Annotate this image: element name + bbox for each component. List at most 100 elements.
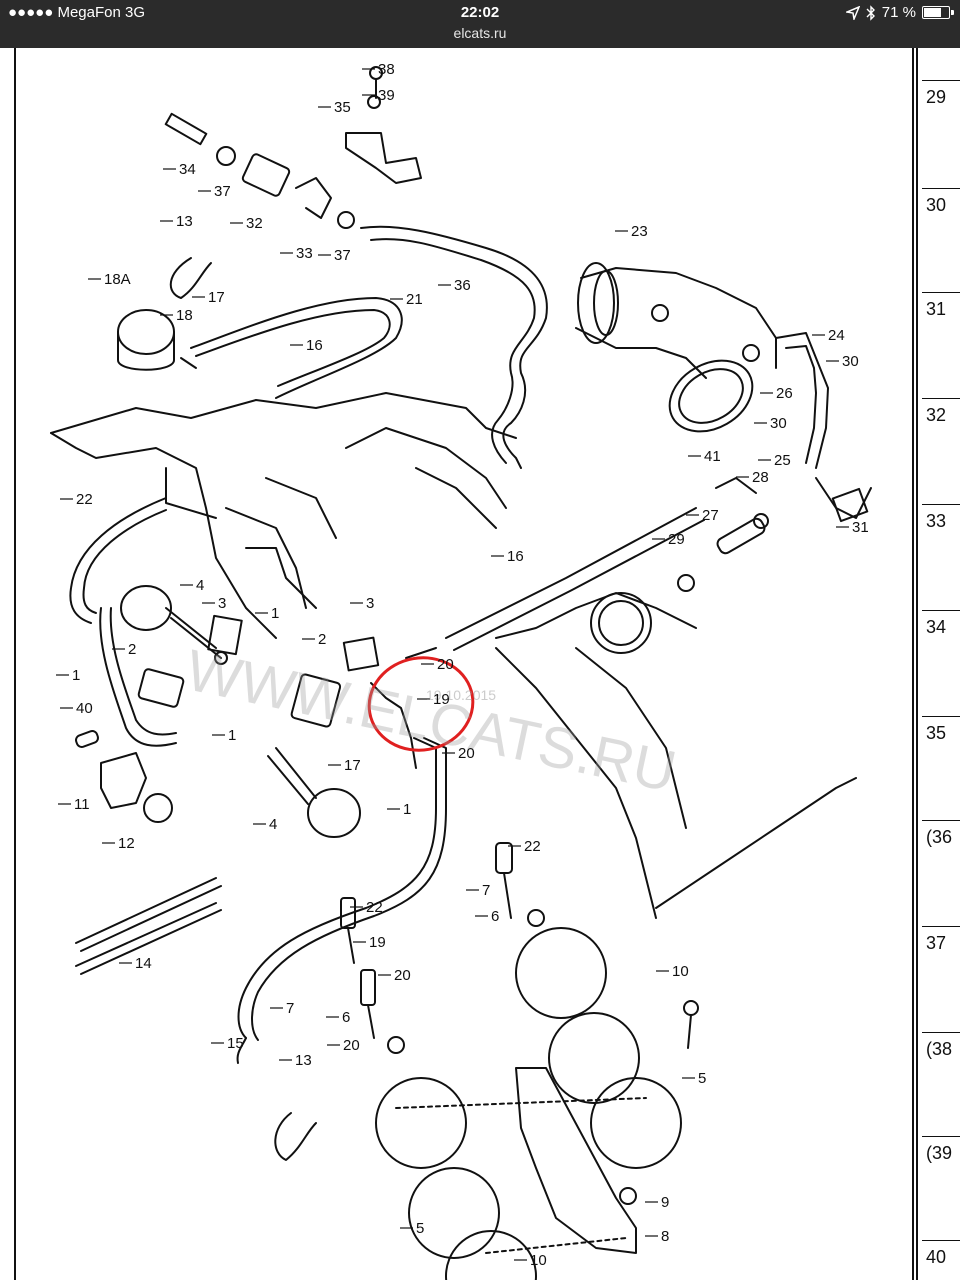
part-label-36[interactable]: 36 [454,277,471,294]
part-label-24[interactable]: 24 [828,327,845,344]
address-bar[interactable]: elcats.ru [453,25,507,41]
part-label-16[interactable]: 16 [306,337,323,354]
part-label-22[interactable]: 22 [524,838,541,855]
part-label-22[interactable]: 22 [76,491,93,508]
part-label-10[interactable]: 10 [672,963,689,980]
side-table-row-number: 37 [926,933,947,953]
part-label-6[interactable]: 6 [342,1009,350,1026]
parts-diagram[interactable]: WWW.ELCATS.RU 19.10.2015 383935343732333… [16,48,912,1285]
part-label-1[interactable]: 1 [271,605,279,622]
status-right: 71 % [845,4,954,21]
watermark-date: 19.10.2015 [426,687,496,703]
battery-icon [922,6,954,19]
part-label-14[interactable]: 14 [135,955,152,972]
part-label-29[interactable]: 29 [668,531,685,548]
side-table-row[interactable]: 37 [922,926,960,1032]
part-label-4[interactable]: 4 [196,577,204,594]
part-label-23[interactable]: 23 [631,223,648,240]
part-label-1[interactable]: 1 [72,667,80,684]
side-table-row-number: (36 [926,827,953,847]
part-label-19[interactable]: 19 [369,934,386,951]
part-label-13[interactable]: 13 [176,213,193,230]
part-label-34[interactable]: 34 [179,161,196,178]
part-label-20[interactable]: 20 [394,967,411,984]
side-table-row-number: 40 [926,1247,947,1267]
part-label-37[interactable]: 37 [334,247,351,264]
part-label-26[interactable]: 26 [776,385,793,402]
side-table-row-number: 30 [926,195,947,215]
side-table-row[interactable]: 40 [922,1240,960,1280]
part-label-27[interactable]: 27 [702,507,719,524]
part-label-5[interactable]: 5 [416,1220,424,1237]
part-label-13[interactable]: 13 [295,1052,312,1069]
part-label-18a[interactable]: 18A [104,271,131,288]
watermark-text: WWW.ELCATS.RU [181,637,682,804]
annotation-circle [367,656,475,752]
part-label-7[interactable]: 7 [286,1000,294,1017]
status-bar: ●●●●● MegaFon 3G 22:02 elcats.ru 71 % [0,0,960,48]
side-table-row[interactable]: (39 [922,1136,960,1240]
part-label-2[interactable]: 2 [128,641,136,658]
side-table-row[interactable]: 33 [922,504,960,610]
side-table-row[interactable]: 30 [922,188,960,292]
carrier-signal: ●●●●● MegaFon 3G [8,4,146,21]
part-label-1[interactable]: 1 [228,727,236,744]
side-table-row-number: 31 [926,299,947,319]
side-table-row[interactable]: 32 [922,398,960,504]
part-label-15[interactable]: 15 [227,1035,244,1052]
part-label-8[interactable]: 8 [661,1228,669,1245]
part-label-30[interactable]: 30 [770,415,787,432]
part-label-32[interactable]: 32 [246,215,263,232]
part-label-20[interactable]: 20 [343,1037,360,1054]
part-label-17[interactable]: 17 [208,289,225,306]
part-label-11[interactable]: 11 [74,796,90,813]
part-label-39[interactable]: 39 [378,87,395,104]
part-label-1[interactable]: 1 [403,801,411,818]
battery-percent: 71 % [881,4,916,21]
battery-level [924,8,942,17]
part-label-3[interactable]: 3 [218,595,226,612]
part-label-20[interactable]: 20 [458,745,475,762]
part-label-31[interactable]: 31 [852,519,869,536]
side-table-row-number: (38 [926,1039,953,1059]
part-label-40[interactable]: 40 [76,700,93,717]
part-label-18[interactable]: 18 [176,307,193,324]
part-label-33[interactable]: 33 [296,245,313,262]
side-table-row[interactable]: (36 [922,820,960,926]
side-table-row[interactable]: 34 [922,610,960,716]
part-label-16[interactable]: 16 [507,548,524,565]
part-label-17[interactable]: 17 [344,757,361,774]
side-table-row[interactable]: 29 [922,80,960,188]
part-label-12[interactable]: 12 [118,835,135,852]
side-table-row[interactable]: (38 [922,1032,960,1136]
part-label-10[interactable]: 10 [530,1252,547,1269]
part-label-30[interactable]: 30 [842,353,859,370]
part-label-35[interactable]: 35 [334,99,351,116]
part-label-2[interactable]: 2 [318,631,326,648]
part-label-19[interactable]: 19 [433,691,450,708]
side-table-row-number: 34 [926,617,947,637]
part-label-4[interactable]: 4 [269,816,277,833]
part-label-25[interactable]: 25 [774,452,791,469]
bluetooth-icon [866,4,875,21]
part-label-3[interactable]: 3 [366,595,374,612]
side-table-row[interactable]: 31 [922,292,960,398]
part-label-37[interactable]: 37 [214,183,231,200]
part-label-41[interactable]: 41 [704,448,721,465]
side-table-row-number: 35 [926,723,947,743]
side-table-row-number: 33 [926,511,947,531]
part-label-38[interactable]: 38 [378,61,395,78]
part-label-21[interactable]: 21 [406,291,423,308]
side-table-row-number: 29 [926,87,947,107]
part-label-28[interactable]: 28 [752,469,769,486]
part-label-22[interactable]: 22 [366,899,383,916]
part-label-9[interactable]: 9 [661,1194,669,1211]
part-label-6[interactable]: 6 [491,908,499,925]
part-label-7[interactable]: 7 [482,882,490,899]
part-label-20[interactable]: 20 [437,656,454,673]
side-table-row[interactable]: 35 [922,716,960,820]
side-table-row-number: (39 [926,1143,953,1163]
part-label-5[interactable]: 5 [698,1070,706,1087]
